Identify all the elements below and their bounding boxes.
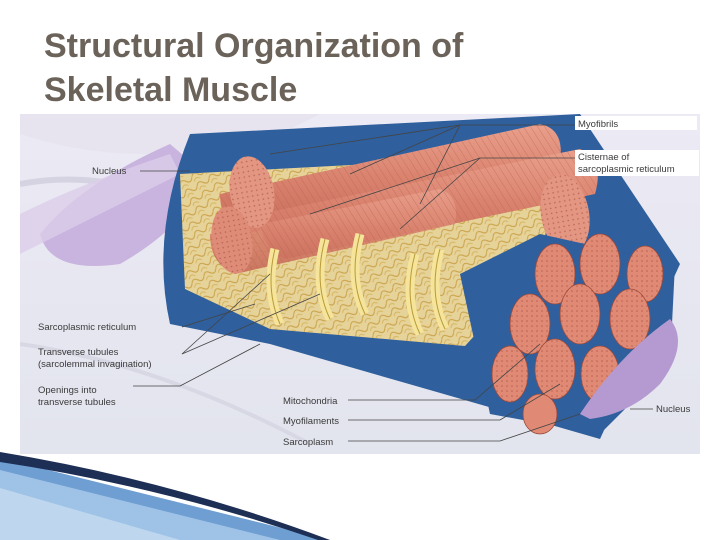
leader-lines <box>133 124 653 442</box>
label-mitochondria: Mitochondria <box>283 396 338 407</box>
muscle-fiber-illustration: Myofibrils Cisternae of sarcoplasmic ret… <box>20 114 700 454</box>
slide-title-line-2: Skeletal Muscle <box>44 71 298 109</box>
right-nucleus <box>580 319 678 419</box>
label-cisternae-line-1: Cisternae of <box>578 152 630 163</box>
transverse-tubules <box>266 232 450 336</box>
slide-title: Structural Organization of Skeletal Musc… <box>44 24 604 112</box>
label-transverse-line-1: Transverse tubules <box>38 347 119 358</box>
label-openings-line-1: Openings into <box>38 385 97 396</box>
label-cisternae-line-2: sarcoplasmic reticulum <box>578 164 675 175</box>
label-transverse-line-2: (sarcolemmal invagination) <box>38 359 152 370</box>
label-nucleus-right: Nucleus <box>656 404 691 415</box>
label-myofibrils: Myofibrils <box>578 119 618 130</box>
cross-section <box>460 233 678 435</box>
label-nucleus-left: Nucleus <box>92 166 127 177</box>
diagram-labels: Myofibrils Cisternae of sarcoplasmic ret… <box>38 116 699 448</box>
label-myofilaments: Myofilaments <box>283 416 339 427</box>
label-sarcoplasmic-reticulum: Sarcoplasmic reticulum <box>38 322 136 333</box>
muscle-fiber-svg: Myofibrils Cisternae of sarcoplasmic ret… <box>20 114 700 454</box>
label-openings-line-2: transverse tubules <box>38 397 116 408</box>
slide-corner-decoration <box>0 452 330 540</box>
slide-title-line-1: Structural Organization of <box>44 27 464 65</box>
label-sarcoplasm: Sarcoplasm <box>283 437 333 448</box>
